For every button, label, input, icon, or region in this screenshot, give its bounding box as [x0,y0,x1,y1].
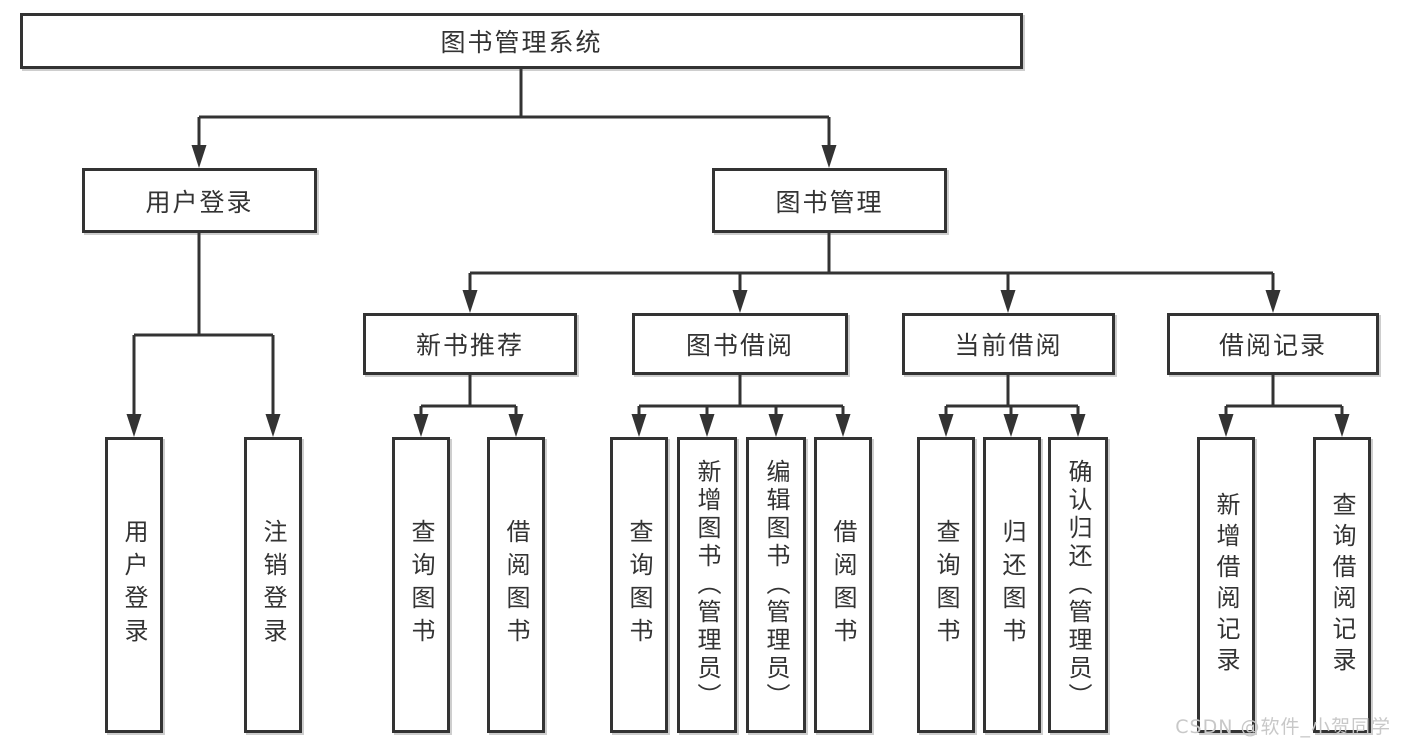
node-root: 图书管理系统 [20,13,1023,69]
arrowhead-down-icon [1218,414,1234,437]
arrowhead-down-icon [821,145,837,168]
arrowhead-down-icon [835,414,851,437]
node-new-book-recommendation: 新书推荐 [363,313,577,375]
arrowhead-down-icon [191,145,207,168]
leaf-label: 查询图书 [625,519,653,651]
node-borrowing-records: 借阅记录 [1167,313,1379,375]
node-book-management: 图书管理 [712,168,947,233]
arrowhead-down-icon [126,414,142,437]
arrowhead-down-icon [732,290,748,313]
leaf-label: 新增图书（管理员） [693,459,721,711]
arrowhead-down-icon [1070,414,1086,437]
leaf-current-query-books: 查询图书 [917,437,975,733]
node-user-login: 用户登录 [82,168,317,233]
arrowhead-down-icon [938,414,954,437]
arrowhead-down-icon [699,414,715,437]
leaf-user-login: 用户登录 [105,437,163,733]
connector-current-borrow-children [938,375,1086,437]
arrowhead-down-icon [462,290,478,313]
connector-line [132,233,275,419]
connector-book-management-children [462,233,1281,313]
leaf-newbook-query-books: 查询图书 [392,437,450,733]
leaf-borrow-edit-books-admin: 编辑图书（管理员） [746,437,806,733]
connector-line [1224,375,1344,421]
connector-new-book-children [413,375,524,437]
connector-root-to-level2 [191,69,837,168]
connector-line [419,375,518,421]
leaf-borrow-query-books: 查询图书 [610,437,668,733]
leaf-borrow-add-books-admin: 新增图书（管理员） [677,437,737,733]
leaf-label: 用户登录 [120,519,148,651]
connector-book-borrow-children [631,375,851,437]
leaf-label: 归还图书 [998,519,1026,651]
leaf-record-add-borrow-record: 新增借阅记录 [1197,437,1255,733]
leaf-label: 确认归还（管理员） [1064,459,1092,711]
leaf-record-query-borrow-record: 查询借阅记录 [1313,437,1371,733]
leaf-newbook-borrow-books: 借阅图书 [487,437,545,733]
leaf-label: 查询图书 [932,519,960,651]
leaf-current-return-books: 归还图书 [983,437,1041,733]
leaf-current-confirm-return-admin: 确认归还（管理员） [1048,437,1108,733]
leaf-label: 查询借阅记录 [1328,492,1356,678]
connector-borrow-record-children [1218,375,1350,437]
leaf-label: 借阅图书 [829,519,857,651]
connector-line [468,233,1275,296]
arrowhead-down-icon [1334,414,1350,437]
node-current-borrowing: 当前借阅 [902,313,1115,375]
leaf-borrow-borrow-books: 借阅图书 [814,437,872,733]
node-book-borrowing: 图书借阅 [632,313,848,375]
arrowhead-down-icon [265,414,281,437]
arrowhead-down-icon [631,414,647,437]
arrowhead-down-icon [1000,290,1016,313]
connector-line [944,375,1080,421]
arrowhead-down-icon [1003,414,1019,437]
arrowhead-down-icon [413,414,429,437]
leaf-label: 新增借阅记录 [1212,492,1240,678]
connector-line [197,69,831,150]
leaf-label: 查询图书 [407,519,435,651]
arrowhead-down-icon [1265,290,1281,313]
arrowhead-down-icon [768,414,784,437]
leaf-label: 借阅图书 [502,519,530,651]
arrowhead-down-icon [508,414,524,437]
leaf-label: 注销登录 [259,519,287,651]
leaf-logout: 注销登录 [244,437,302,733]
leaf-label: 编辑图书（管理员） [762,459,790,711]
connector-user-login-children [126,233,281,437]
connector-line [637,375,845,421]
